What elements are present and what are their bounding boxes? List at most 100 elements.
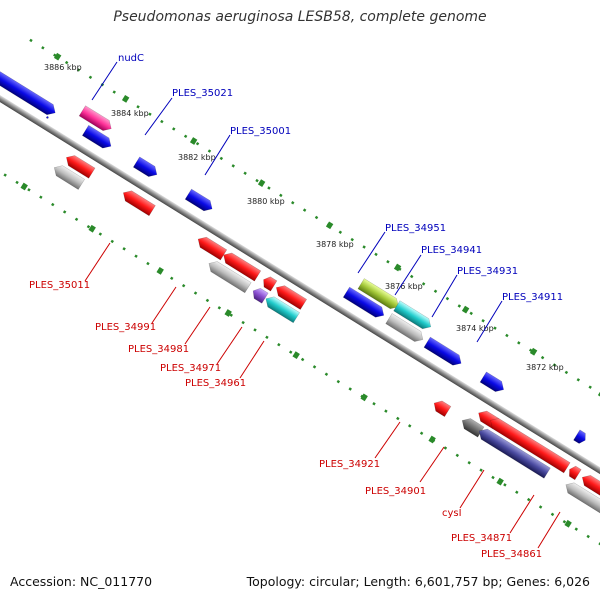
scale-dot [29, 38, 33, 43]
inner-dot [98, 232, 103, 236]
inner-dot [62, 210, 67, 214]
scale-labels: 3886 kbp 3884 kbp 3882 kbp 3880 kbp 3878… [44, 63, 564, 372]
gene-label-ples-34901[interactable]: PLES_34901 [365, 486, 426, 497]
gene-label-cysi[interactable]: cysI [442, 508, 462, 519]
inner-dot [503, 483, 507, 487]
tick-label-3874: 3874 kbp [456, 324, 494, 333]
scale-dot [291, 201, 295, 205]
gene-label-ples-34941[interactable]: PLES_34941 [421, 245, 482, 256]
gene-block [276, 285, 308, 310]
scale-dot [243, 171, 247, 175]
gene-block [197, 236, 228, 261]
gene-label-ples-34991[interactable]: PLES_34991 [95, 322, 156, 333]
gene-label-ples-35011[interactable]: PLES_35011 [29, 280, 90, 291]
gene-label-ples-34931[interactable]: PLES_34931 [457, 266, 518, 277]
scale-tick [189, 137, 198, 145]
scale-dot [314, 215, 319, 220]
scale-dot [493, 326, 497, 330]
gene-block [45, 115, 49, 119]
scale-dot [76, 68, 81, 72]
inner-dot [181, 283, 186, 288]
inner-dot [562, 520, 567, 524]
gene-label-ples-34911[interactable]: PLES_34911 [502, 292, 563, 303]
gene-label-ples-34921[interactable]: PLES_34921 [319, 459, 380, 470]
scale-dot [160, 119, 164, 124]
inner-dot [300, 357, 305, 362]
inner-tick [496, 477, 504, 486]
gene-block [66, 155, 96, 179]
inner-dot [74, 217, 79, 222]
reverse-gene-labels: PLES_35011 PLES_34991 PLES_34981 PLES_34… [29, 242, 561, 560]
scale-dot [136, 105, 140, 109]
inner-dot [538, 505, 543, 509]
inner-dot [443, 446, 448, 450]
scale-tick [325, 221, 334, 230]
gene-block [357, 278, 399, 310]
genome-backbone [0, 82, 600, 489]
scale-dot [338, 230, 343, 234]
inner-dot [574, 527, 579, 531]
tick-label-3880: 3880 kbp [247, 197, 285, 206]
gene-label-ples-34961[interactable]: PLES_34961 [185, 378, 246, 389]
scale-tick [121, 94, 130, 103]
scale-dot [552, 363, 557, 367]
gene-block [342, 286, 385, 318]
forward-strand-track [0, 65, 586, 444]
scale-dot [64, 60, 69, 65]
scale-dot [505, 333, 509, 338]
scale-dot [41, 46, 45, 50]
gene-block [490, 418, 571, 474]
gene-block [478, 428, 551, 479]
scale-dot [195, 141, 200, 146]
gene-block [581, 475, 600, 510]
gene-label-ples-34971[interactable]: PLES_34971 [160, 363, 221, 374]
scale-dot [540, 355, 545, 360]
scale-dot [374, 252, 378, 257]
tick-label-3882: 3882 kbp [178, 153, 216, 162]
scale-tick [393, 263, 402, 272]
reverse-strand-track [53, 155, 600, 517]
scale-dot [88, 75, 93, 80]
inner-dot [312, 365, 317, 369]
scale-dot [469, 311, 473, 316]
gene-block [78, 105, 112, 131]
scale-dot [302, 208, 307, 212]
gene-label-ples-34981[interactable]: PLES_34981 [128, 344, 189, 355]
inner-dot [372, 402, 376, 406]
inner-dot [526, 497, 531, 502]
scale-dot [588, 385, 592, 389]
inner-dot [122, 247, 126, 251]
inner-dot [51, 202, 55, 207]
accession-label: Accession: NC_011770 [10, 574, 153, 589]
inner-dot [134, 254, 138, 258]
gene-block [123, 190, 156, 217]
gene-label-ples-34861[interactable]: PLES_34861 [481, 549, 542, 560]
gene-label-ples-35001[interactable]: PLES_35001 [230, 126, 291, 137]
gene-label-nudc[interactable]: nudC [118, 53, 144, 64]
gene-label-ples-35021[interactable]: PLES_35021 [172, 88, 233, 99]
gene-block [184, 188, 213, 212]
scale-dot [255, 178, 259, 183]
inner-dot [336, 379, 341, 384]
inner-dot [277, 342, 281, 347]
gene-block [433, 400, 452, 417]
gene-label-ples-34951[interactable]: PLES_34951 [385, 223, 446, 234]
inner-dot [39, 195, 43, 199]
scale-dot [172, 127, 176, 131]
forward-gene-labels: nudC PLES_35021 PLES_35001 PLES_34951 PL… [91, 53, 563, 343]
inner-dot [419, 431, 424, 435]
gene-label-ples-34871[interactable]: PLES_34871 [451, 533, 512, 544]
inner-tick [224, 309, 232, 317]
gene-block [479, 371, 504, 392]
inner-dot [86, 224, 91, 229]
inner-dot [110, 239, 114, 244]
inner-tick [292, 351, 300, 360]
gene-block [81, 124, 112, 149]
scale-tick [529, 347, 538, 356]
scale-dot [279, 193, 283, 198]
inner-dot [479, 468, 483, 472]
scale-dot [409, 274, 414, 279]
tick-label-3884: 3884 kbp [111, 109, 149, 118]
gene-block [53, 165, 85, 190]
